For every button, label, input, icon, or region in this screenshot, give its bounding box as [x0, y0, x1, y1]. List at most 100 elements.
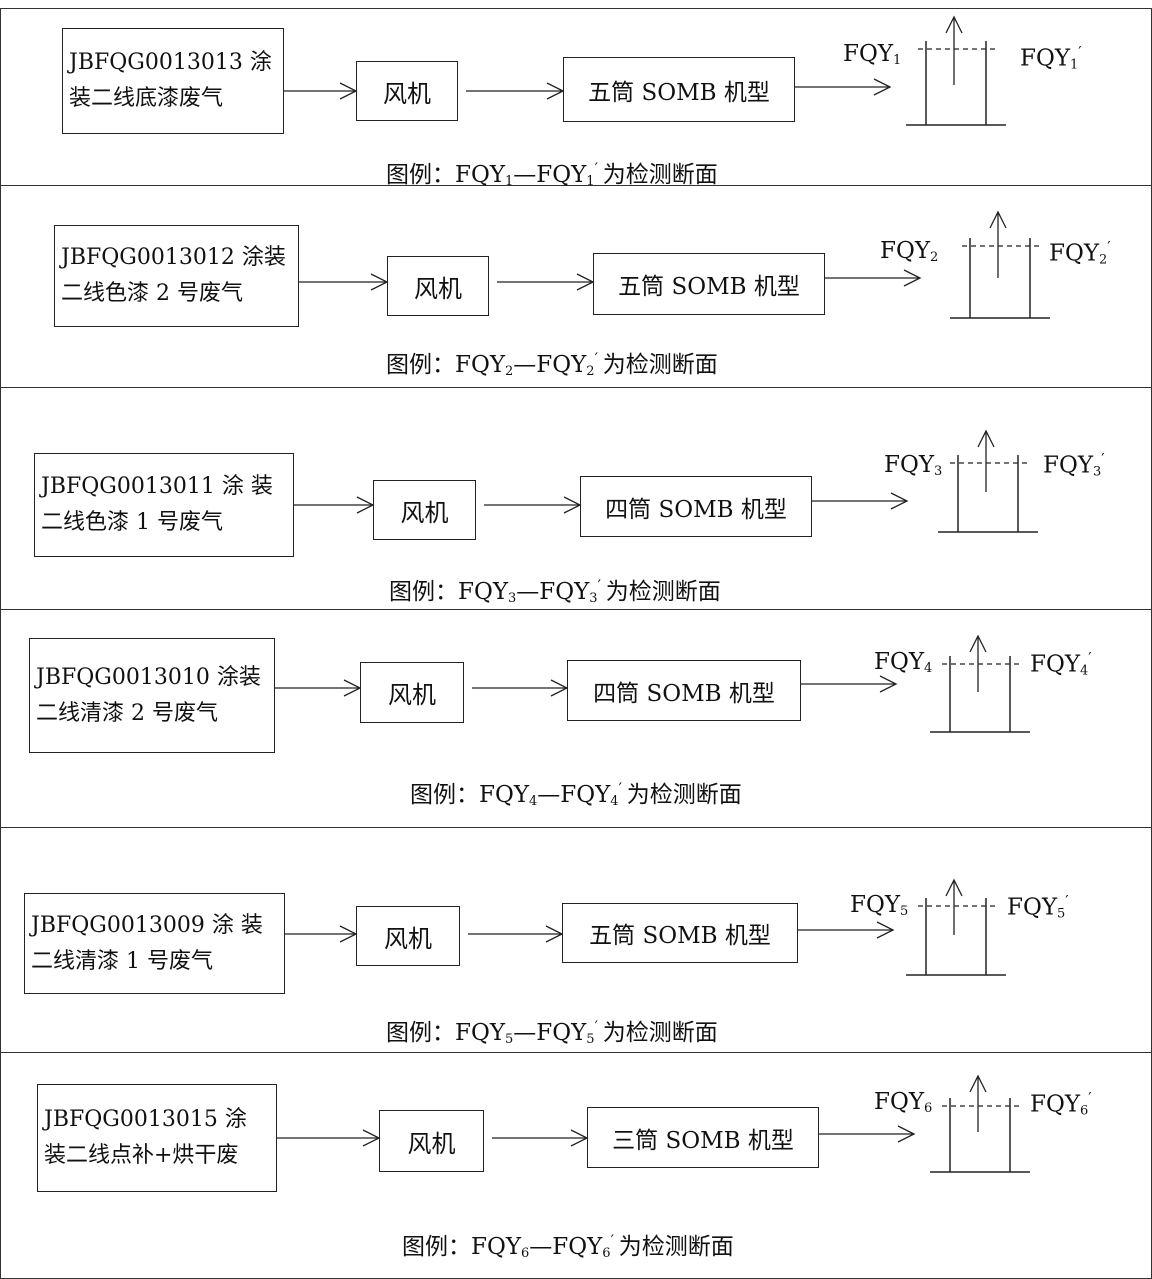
fan-box: 风机: [356, 61, 458, 121]
exhaust-source-line-2: 装二线点补+烘干废: [44, 1143, 239, 1168]
prime-mark: ′: [1101, 450, 1105, 468]
section-label-left: FQY1: [843, 41, 901, 68]
legend-caption: 图例：FQY6—FQY6′ 为检测断面: [402, 1227, 734, 1261]
legend-caption-prefix: 图例：FQY: [389, 579, 508, 605]
section-label-prefix: FQY: [880, 238, 930, 264]
section-label-prefix: FQY: [884, 452, 934, 478]
arrow-somb-to-stack: [812, 492, 909, 510]
somb-unit-label: 五筒 SOMB 机型: [589, 923, 771, 949]
somb-unit-box: 三筒 SOMB 机型: [587, 1107, 819, 1168]
section-label-left: FQY3: [884, 452, 942, 479]
section-label-subscript: 4: [924, 661, 933, 676]
exhaust-source-box: JBFQG0013015 涂装二线点补+烘干废: [37, 1084, 277, 1192]
arrow-somb-to-stack: [825, 269, 922, 287]
legend-caption-subscript: 3: [589, 591, 598, 606]
section-label-left: FQY2: [880, 238, 938, 265]
arrow-fan-to-somb: [484, 496, 582, 514]
arrow-fan-to-somb: [466, 82, 565, 100]
legend-caption: 图例：FQY1—FQY1′ 为检测断面: [386, 155, 718, 189]
section-label-prefix: FQY: [1030, 1091, 1080, 1118]
exhaust-source-line-2: 二线色漆 1 号废气: [41, 510, 223, 535]
section-label-prefix: FQY: [1049, 240, 1099, 267]
prime-mark: ′: [1088, 1089, 1092, 1107]
somb-unit-box: 五筒 SOMB 机型: [563, 57, 795, 122]
panel-divider: [0, 185, 1152, 186]
somb-unit-box: 五筒 SOMB 机型: [593, 253, 825, 315]
exhaust-stack: [906, 15, 1006, 126]
fan-label: 风机: [400, 498, 449, 527]
somb-unit-box: 四筒 SOMB 机型: [567, 660, 801, 721]
section-label-prefix: FQY: [874, 649, 924, 675]
exhaust-source-line-2: 装二线底漆废气: [69, 86, 224, 111]
fan-box: 风机: [387, 256, 489, 316]
arrow-source-to-fan: [299, 273, 389, 291]
section-label-subscript: 6: [1080, 1103, 1089, 1119]
section-label-prefix: FQY: [874, 1089, 924, 1115]
prime-mark: ′: [618, 779, 627, 798]
somb-unit-box: 五筒 SOMB 机型: [562, 903, 798, 963]
prime-mark: ′: [1065, 892, 1069, 910]
section-label-left: FQY5: [850, 892, 908, 919]
section-label-left: FQY4: [874, 649, 932, 676]
panel-divider: [0, 1052, 1152, 1053]
section-label-subscript: 5: [900, 904, 909, 919]
arrow-source-to-fan: [284, 82, 358, 100]
fan-label: 风机: [384, 924, 432, 953]
section-label-left: FQY6: [874, 1089, 932, 1116]
legend-caption: 图例：FQY3—FQY3′ 为检测断面: [389, 572, 721, 606]
section-label-subscript: 2: [930, 250, 939, 265]
section-label-subscript: 5: [1057, 906, 1066, 922]
somb-unit-label: 四筒 SOMB 机型: [593, 680, 775, 707]
prime-mark: ′: [1078, 43, 1082, 61]
exhaust-source-box: JBFQG0013012 涂装二线色漆 2 号废气: [54, 225, 299, 327]
section-label-right: FQY2′: [1049, 238, 1111, 268]
exhaust-source-line-1: JBFQG0013010 涂装: [36, 664, 261, 690]
legend-caption-mid: —FQY: [513, 162, 587, 188]
fan-box: 风机: [373, 480, 476, 540]
arrow-source-to-fan: [285, 925, 358, 943]
legend-caption-suffix: 为检测断面: [602, 352, 718, 378]
exhaust-stack: [906, 878, 1006, 976]
exhaust-source-line-2: 二线清漆 1 号废气: [31, 948, 213, 974]
legend-caption-mid: —FQY: [516, 579, 590, 605]
prime-mark: ′: [594, 349, 603, 368]
section-label-prefix: FQY: [1020, 45, 1070, 72]
arrow-fan-to-somb: [497, 273, 595, 291]
somb-unit-label: 四筒 SOMB 机型: [605, 496, 787, 523]
exhaust-source-line-1: JBFQG0013012 涂装: [61, 245, 286, 270]
section-label-prefix: FQY: [843, 41, 893, 67]
legend-caption-subscript: 6: [602, 1246, 611, 1261]
legend-caption-mid: —FQY: [537, 782, 611, 808]
legend-caption-prefix: 图例：FQY: [386, 162, 505, 188]
arrow-somb-to-stack: [819, 1125, 916, 1143]
panel-divider: [0, 609, 1152, 610]
legend-caption-suffix: 为检测断面: [618, 1234, 734, 1260]
legend-caption-subscript: 1: [505, 174, 514, 189]
fan-label: 风机: [383, 79, 431, 108]
legend-caption-suffix: 为检测断面: [626, 782, 742, 808]
exhaust-source-line-1: JBFQG0013015 涂: [44, 1107, 247, 1132]
arrow-source-to-fan: [294, 496, 375, 514]
legend-caption-mid: —FQY: [529, 1234, 603, 1260]
legend-caption: 图例：FQY4—FQY4′ 为检测断面: [410, 775, 742, 809]
prime-mark: ′: [594, 159, 603, 178]
legend-caption-prefix: 图例：FQY: [410, 782, 529, 808]
exhaust-stack: [950, 210, 1050, 319]
legend-caption-subscript: 5: [505, 1032, 514, 1047]
arrow-fan-to-somb: [492, 1129, 589, 1147]
fan-box: 风机: [379, 1110, 484, 1172]
prime-mark: ′: [1088, 649, 1092, 667]
arrow-fan-to-somb: [468, 925, 564, 943]
section-label-prefix: FQY: [850, 892, 900, 918]
fan-label: 风机: [414, 274, 462, 303]
legend-caption-prefix: 图例：FQY: [386, 1020, 505, 1046]
section-label-subscript: 3: [1093, 464, 1102, 480]
exhaust-source-line-2: 二线色漆 2 号废气: [61, 281, 243, 306]
prime-mark: ′: [1107, 238, 1111, 256]
section-label-subscript: 1: [1070, 57, 1079, 73]
prime-mark: ′: [597, 576, 606, 595]
section-label-subscript: 6: [924, 1101, 933, 1116]
legend-caption-subscript: 6: [521, 1246, 530, 1261]
exhaust-source-line-2: 二线清漆 2 号废气: [36, 700, 218, 726]
section-label-prefix: FQY: [1043, 452, 1093, 479]
